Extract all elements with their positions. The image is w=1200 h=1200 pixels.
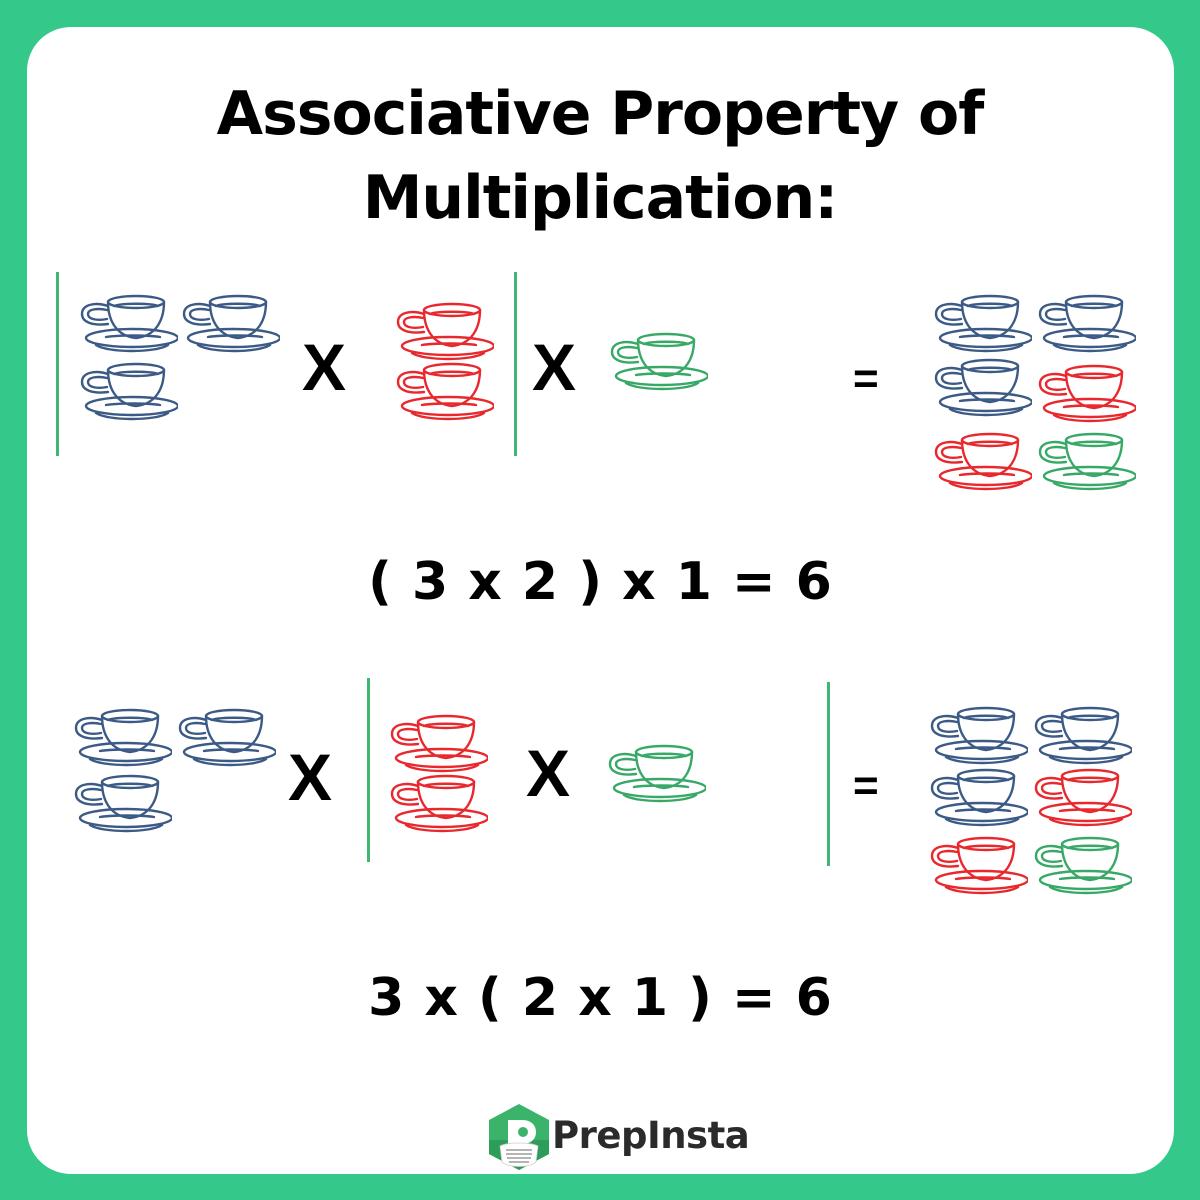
cup-icon-red — [388, 712, 488, 776]
multiply-sign: X — [526, 736, 571, 810]
cup-icon-green — [1032, 834, 1132, 898]
brand-logo: PrepInsta — [486, 1102, 750, 1172]
equation-2: 3 x ( 2 x 1 ) = 6 — [368, 968, 832, 1028]
content-panel — [27, 27, 1174, 1174]
cup-icon-green — [1036, 430, 1136, 494]
cup-icon-blue — [72, 772, 172, 836]
cup-icon-blue — [176, 706, 276, 770]
hexagon-p-mask-icon — [489, 1104, 549, 1170]
multiply-sign: X — [532, 330, 577, 404]
cup-icon-red — [388, 772, 488, 836]
cup-icon-blue — [928, 766, 1028, 830]
bracket-line-left — [367, 678, 370, 862]
cup-icon-blue — [932, 292, 1032, 356]
bracket-line-right — [827, 682, 830, 866]
cup-icon-red — [1036, 362, 1136, 426]
cup-icon-green — [608, 330, 708, 394]
cup-icon-red — [394, 360, 494, 424]
cup-icon-green — [606, 742, 706, 806]
cup-icon-blue — [1036, 292, 1136, 356]
multiply-sign: X — [288, 740, 333, 814]
equals-sign: = — [853, 354, 879, 403]
brand-name: PrepInsta — [552, 1114, 750, 1157]
cup-icon-red — [394, 300, 494, 364]
cup-icon-blue — [928, 704, 1028, 768]
equation-1: ( 3 x 2 ) x 1 = 6 — [368, 552, 832, 612]
cup-icon-blue — [1032, 704, 1132, 768]
title-line-1: Associative Property of — [216, 79, 985, 149]
equals-sign: = — [853, 761, 879, 810]
multiply-sign: X — [302, 330, 347, 404]
bracket-line-left — [56, 272, 59, 456]
cup-icon-blue — [180, 292, 280, 356]
cup-icon-blue — [78, 292, 178, 356]
cup-icon-red — [1032, 766, 1132, 830]
cup-icon-blue — [72, 706, 172, 770]
title-line-2: Multiplication: — [362, 163, 839, 233]
cup-icon-blue — [932, 356, 1032, 420]
page-title: Associative Property of Multiplication: — [0, 72, 1200, 240]
bracket-line-right — [514, 272, 517, 456]
cup-icon-blue — [78, 360, 178, 424]
cup-icon-red — [932, 430, 1032, 494]
cup-icon-red — [928, 834, 1028, 898]
